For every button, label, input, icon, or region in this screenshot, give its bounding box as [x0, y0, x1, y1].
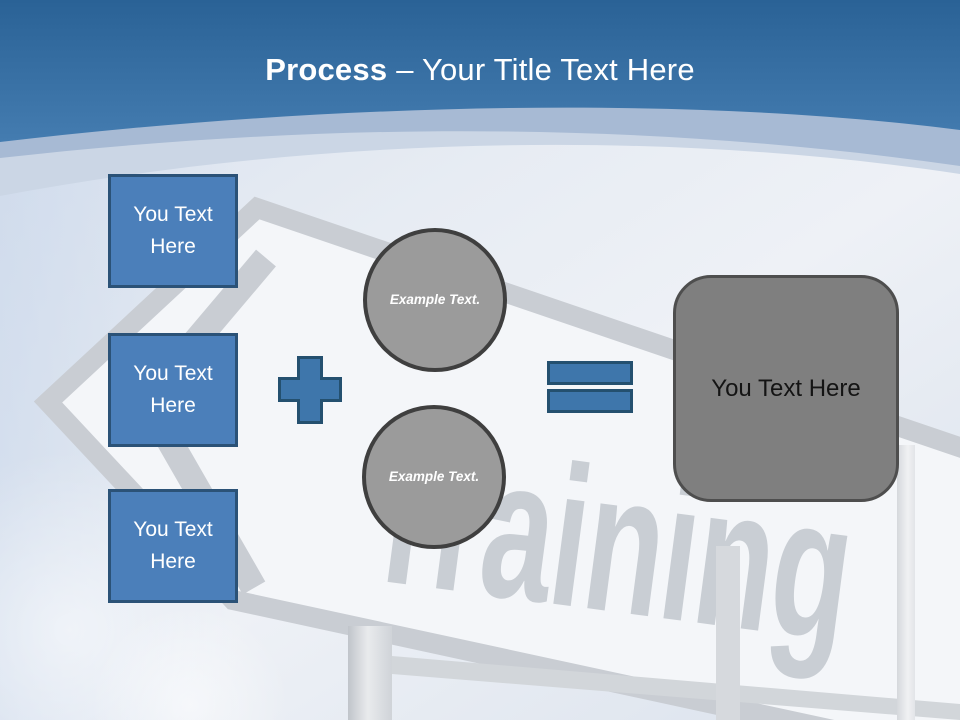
title-heading: Process — [265, 52, 388, 87]
input-box-3[interactable]: You Text Here — [108, 489, 238, 603]
input-box-2-label: You Text Here — [133, 362, 213, 417]
title-subtitle: – Your Title Text Here — [396, 52, 695, 87]
header-curve — [0, 0, 960, 142]
header-banner — [0, 0, 960, 196]
input-box-1-label: You Text Here — [133, 203, 213, 258]
background-glow-small — [90, 605, 290, 720]
sign-beam — [392, 656, 960, 720]
input-box-2[interactable]: You Text Here — [108, 333, 238, 447]
example-circle-1[interactable]: Example Text. — [363, 228, 507, 372]
sign-post-left — [348, 626, 392, 720]
sign-post-middle — [716, 546, 740, 720]
input-box-3-label: You Text Here — [133, 518, 213, 573]
example-circle-2-label: Example Text. — [388, 469, 480, 484]
example-circle-1-label: Example Text. — [389, 292, 481, 307]
plus-icon — [278, 356, 342, 424]
result-box[interactable]: You Text Here — [673, 275, 899, 502]
input-box-1[interactable]: You Text Here — [108, 174, 238, 288]
equals-icon — [547, 361, 633, 413]
example-circle-2[interactable]: Example Text. — [362, 405, 506, 549]
page-title[interactable]: Process– Your Title Text Here — [0, 52, 960, 88]
sign-post-right — [897, 445, 915, 720]
result-box-label: You Text Here — [711, 374, 861, 402]
